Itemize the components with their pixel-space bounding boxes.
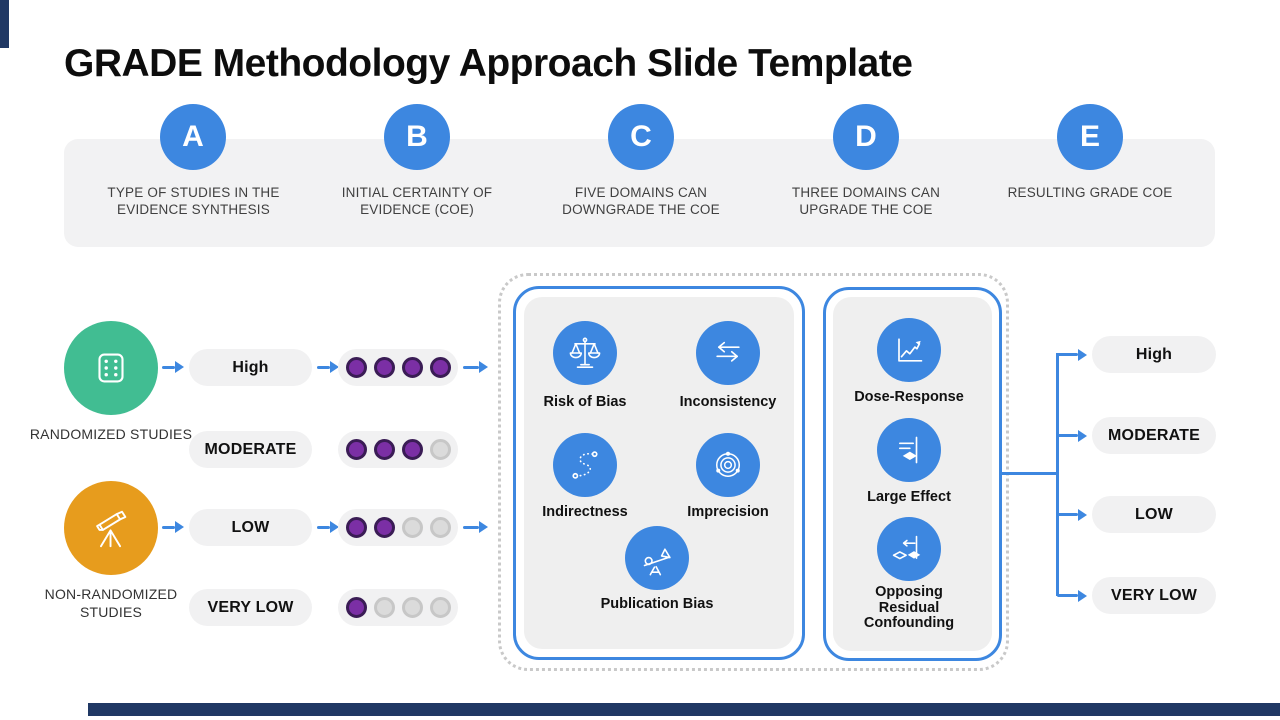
certainty-dot	[373, 439, 395, 460]
certainty-dots-very-low	[338, 589, 458, 626]
certainty-dot	[401, 357, 423, 378]
initial-level-pill-moderate: MODERATE	[189, 431, 312, 468]
initial-level-pill-very-low: VERY LOW	[189, 589, 312, 626]
large-effect-label: Large Effect	[867, 489, 951, 505]
randomized-studies-label: RANDOMIZED STUDIES	[29, 426, 193, 442]
step-circle-c: C	[608, 104, 674, 170]
opposing-arrows-icon	[708, 333, 748, 373]
dose-response-label: Dose-Response	[854, 389, 964, 405]
certainty-dot	[429, 357, 451, 378]
resulting-pill-very-low: VERY LOW	[1092, 577, 1216, 614]
flow-arrow	[463, 365, 479, 369]
non-randomized-studies-label: NON-RANDOMIZED STUDIES	[44, 586, 178, 620]
risk-of-bias-circle	[553, 321, 617, 385]
connector-feed-line	[1001, 471, 1057, 475]
flow-arrow	[317, 525, 330, 529]
certainty-dot	[429, 517, 451, 538]
resulting-pill-low: LOW	[1092, 496, 1216, 533]
imprecision-circle	[696, 433, 760, 497]
certainty-dot	[345, 357, 367, 378]
left-accent-bar	[0, 0, 9, 48]
certainty-dots-high	[338, 349, 458, 386]
forest-plot-icon	[889, 430, 929, 470]
step-circle-d: D	[833, 104, 899, 170]
unbalanced-seesaw-icon	[637, 538, 677, 578]
branch-arrow-low	[1057, 513, 1078, 516]
publication-bias-label: Publication Bias	[600, 596, 714, 612]
rising-chart-icon	[889, 330, 929, 370]
step-label-c: FIVE DOMAINS CAN DOWNGRADE THE COE	[562, 185, 720, 217]
flow-arrow	[317, 365, 330, 369]
indirectness-circle	[553, 433, 617, 497]
inconsistency-circle	[696, 321, 760, 385]
branch-arrow-high	[1057, 353, 1078, 356]
inconsistency-label: Inconsistency	[679, 394, 777, 410]
dose-response-circle	[877, 318, 941, 382]
randomized-studies-circle	[64, 321, 158, 415]
certainty-dot	[429, 439, 451, 460]
certainty-dot	[373, 597, 395, 618]
certainty-dots-moderate	[338, 431, 458, 468]
certainty-dot	[373, 517, 395, 538]
certainty-dot	[373, 357, 395, 378]
resulting-pill-moderate: MODERATE	[1092, 417, 1216, 454]
dice-icon	[88, 345, 134, 391]
indirectness-label: Indirectness	[542, 504, 628, 520]
initial-level-pill-high: High	[189, 349, 312, 386]
step-label-d: THREE DOMAINS CAN UPGRADE THE COE	[791, 185, 941, 217]
certainty-dot	[401, 517, 423, 538]
branch-arrow-moderate	[1057, 434, 1078, 437]
publication-bias-circle	[625, 526, 689, 590]
connector-branch-line	[1056, 353, 1059, 596]
step-label-b: INITIAL CERTAINTY OF EVIDENCE (COE)	[341, 185, 493, 217]
certainty-dot	[429, 597, 451, 618]
flow-arrow	[162, 525, 175, 529]
certainty-dot	[345, 439, 367, 460]
step-circle-e: E	[1057, 104, 1123, 170]
step-label-e: RESULTING GRADE COE	[1007, 185, 1173, 200]
imprecision-label: Imprecision	[687, 504, 769, 520]
balance-scale-icon	[565, 333, 605, 373]
telescope-icon	[88, 505, 134, 551]
orbit-icon	[708, 445, 748, 485]
page-title: GRADE Methodology Approach Slide Templat…	[64, 42, 913, 85]
dotted-path-icon	[565, 445, 605, 485]
large-effect-circle	[877, 418, 941, 482]
certainty-dot	[345, 597, 367, 618]
flow-arrow	[463, 525, 479, 529]
certainty-dot	[401, 439, 423, 460]
branch-arrow-very-low	[1057, 594, 1078, 597]
opposing-residual-confounding-label: Opposing Residual Confounding	[863, 584, 955, 631]
certainty-dot	[401, 597, 423, 618]
certainty-dots-low	[338, 509, 458, 546]
step-label-a: TYPE OF STUDIES IN THE EVIDENCE SYNTHESI…	[107, 185, 280, 217]
risk-of-bias-label: Risk of Bias	[543, 394, 627, 410]
certainty-dot	[345, 517, 367, 538]
opposing-residual-confounding-circle	[877, 517, 941, 581]
step-circle-b: B	[384, 104, 450, 170]
opposing-diamonds-icon	[889, 529, 929, 569]
flow-arrow	[162, 365, 175, 369]
step-circle-a: A	[160, 104, 226, 170]
initial-level-pill-low: LOW	[189, 509, 312, 546]
non-randomized-studies-circle	[64, 481, 158, 575]
bottom-accent-bar	[88, 703, 1280, 716]
resulting-pill-high: High	[1092, 336, 1216, 373]
